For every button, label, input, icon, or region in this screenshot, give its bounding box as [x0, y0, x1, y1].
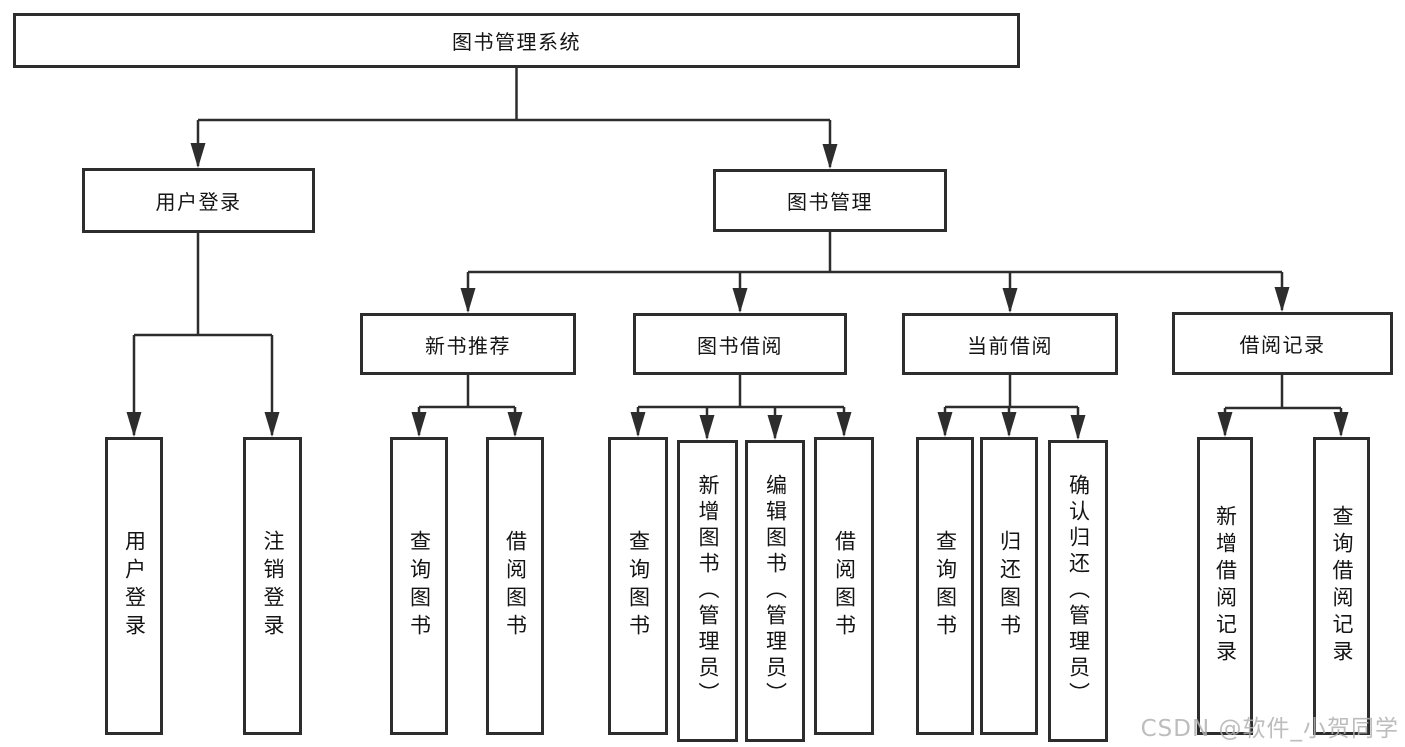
node-user-login-label: 用户登录: [155, 190, 242, 214]
node-leaf-confirm-return-admin: 确认归还（管理员）: [1048, 440, 1108, 742]
node-leaf-borrow-books-1-label: 借阅图书: [503, 530, 528, 642]
node-leaf-query-books-1-label: 查询图书: [407, 530, 432, 642]
node-leaf-query-books-3-label: 查询图书: [933, 530, 958, 642]
arrowhead-icon: [1002, 288, 1018, 313]
csdn-watermark: CSDN @软件_小贺同学: [1140, 716, 1399, 742]
arrowhead-icon: [1070, 415, 1086, 440]
connector-new-book-rec-split: [417, 375, 517, 435]
node-leaf-borrow-books-2-label: 借阅图书: [832, 530, 857, 642]
node-leaf-return-books: 归还图书: [980, 437, 1038, 735]
node-leaf-logout-label: 注销登录: [261, 530, 285, 642]
node-leaf-add-borrow-record-label: 新增借阅记录: [1213, 505, 1238, 667]
node-book-management: 图书管理: [713, 169, 947, 232]
node-borrowing-records: 借阅记录: [1172, 312, 1393, 375]
node-user-login: 用户登录: [82, 168, 315, 233]
arrowhead-icon: [460, 288, 476, 313]
node-leaf-add-books-admin: 新增图书（管理员）: [677, 440, 738, 742]
node-leaf-add-books-admin-label: 新增图书（管理员）: [696, 474, 720, 708]
connector-root-split: [196, 68, 832, 167]
connector-user-login-split: [132, 233, 274, 435]
arrowhead-icon: [264, 412, 280, 437]
node-leaf-query-borrow-record: 查询借阅记录: [1313, 437, 1370, 735]
arrowhead-icon: [126, 412, 142, 437]
node-book-management-label: 图书管理: [787, 190, 873, 214]
arrowhead-icon: [699, 415, 715, 440]
node-book-borrowing: 图书借阅: [633, 313, 847, 375]
node-current-borrowing: 当前借阅: [902, 313, 1118, 375]
arrowhead-icon: [1333, 412, 1349, 437]
node-leaf-logout: 注销登录: [243, 437, 302, 735]
node-leaf-query-borrow-record-label: 查询借阅记录: [1330, 505, 1354, 667]
arrowhead-icon: [190, 143, 206, 168]
node-leaf-borrow-books-1: 借阅图书: [486, 437, 544, 735]
connector-book-mgmt-split: [466, 232, 1284, 311]
node-leaf-add-borrow-record: 新增借阅记录: [1197, 437, 1253, 735]
node-leaf-borrow-books-2: 借阅图书: [814, 437, 874, 735]
arrowhead-icon: [937, 412, 953, 437]
node-leaf-query-books-2: 查询图书: [608, 437, 668, 735]
arrowhead-icon: [1001, 412, 1017, 437]
arrowhead-icon: [507, 412, 523, 437]
arrowhead-icon: [1274, 287, 1290, 312]
node-new-book-recommend: 新书推荐: [360, 313, 576, 375]
arrowheads: [126, 143, 1349, 440]
node-root-label: 图书管理系统: [452, 30, 581, 54]
node-leaf-confirm-return-admin-label: 确认归还（管理员）: [1066, 474, 1091, 708]
arrowhead-icon: [630, 412, 646, 437]
node-leaf-edit-books-admin: 编辑图书（管理员）: [745, 440, 805, 742]
connector-borrow-records-split: [1223, 375, 1343, 435]
node-leaf-return-books-label: 归还图书: [997, 530, 1022, 642]
arrowhead-icon: [732, 288, 748, 313]
arrowhead-icon: [1217, 412, 1233, 437]
node-new-book-recommend-label: 新书推荐: [425, 333, 511, 358]
node-leaf-query-books-3: 查询图书: [916, 437, 974, 735]
connector-book-borrow-split: [636, 375, 846, 438]
node-book-borrowing-label: 图书借阅: [697, 333, 783, 358]
node-current-borrowing-label: 当前借阅: [967, 333, 1053, 358]
arrowhead-icon: [836, 412, 852, 437]
node-leaf-query-books-2-label: 查询图书: [626, 530, 651, 642]
node-leaf-edit-books-admin-label: 编辑图书（管理员）: [763, 474, 788, 708]
node-root: 图书管理系统: [13, 13, 1020, 68]
arrowhead-icon: [767, 415, 783, 440]
arrowhead-icon: [411, 412, 427, 437]
node-borrowing-records-label: 借阅记录: [1239, 333, 1326, 357]
arrowhead-icon: [822, 144, 838, 169]
node-leaf-user-login-label: 用户登录: [122, 530, 147, 642]
node-leaf-query-books-1: 查询图书: [390, 437, 448, 735]
node-leaf-user-login: 用户登录: [105, 437, 163, 735]
